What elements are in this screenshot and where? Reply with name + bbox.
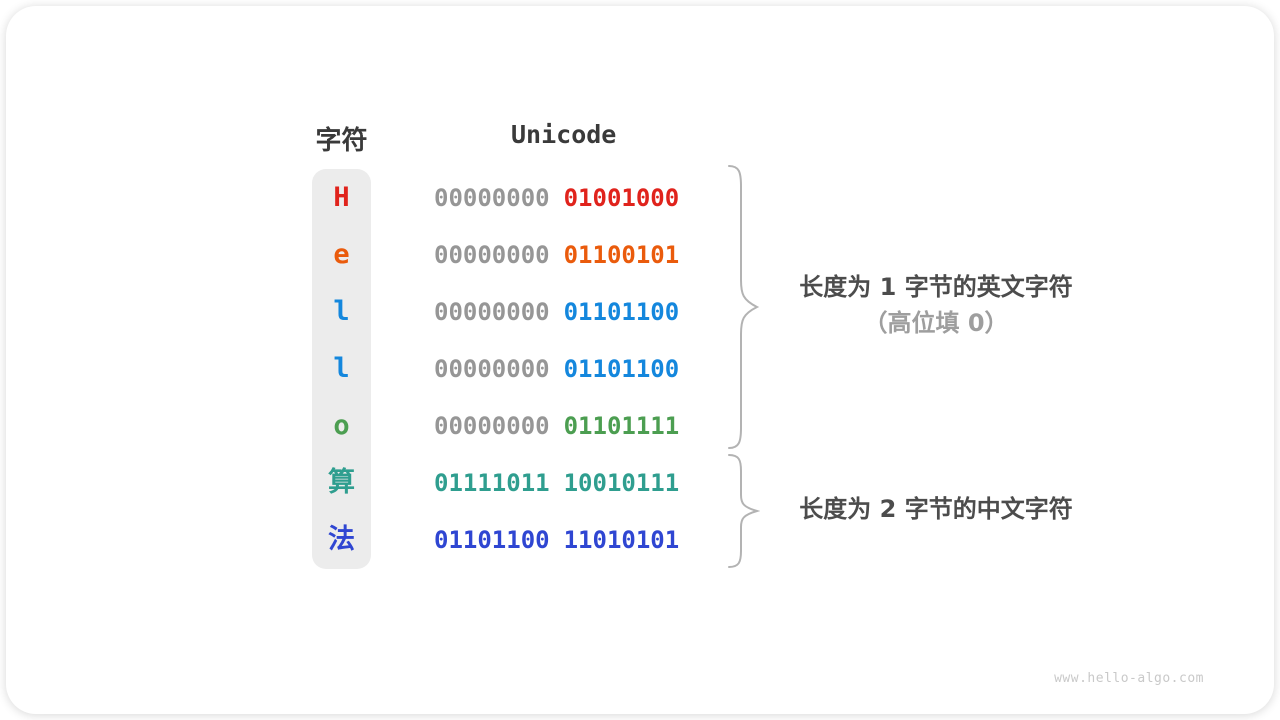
char-cell: 法 — [328, 524, 355, 555]
unicode-column-header: Unicode — [511, 120, 617, 149]
char-column-background — [312, 169, 371, 569]
table-row: 法 01101100 11010101 — [312, 511, 772, 568]
unicode-binary: 00000000 01101111 — [434, 412, 679, 440]
byte-low: 01101111 — [563, 411, 680, 440]
char-cell: l — [333, 353, 350, 384]
byte-high: 00000000 — [434, 297, 550, 326]
unicode-binary: 01111011 10010111 — [434, 469, 679, 497]
encoding-table: H 00000000 01001000 e 00000000 01100101 … — [312, 169, 772, 568]
table-row: l 00000000 01101100 — [312, 283, 772, 340]
char-cell: H — [333, 182, 350, 213]
annotation-english-chars: 长度为 1 字节的英文字符 （高位填 0） — [772, 269, 1100, 341]
unicode-binary: 00000000 01001000 — [434, 184, 679, 212]
brace-chinese-group-icon — [728, 454, 760, 568]
char-column-header: 字符 — [315, 126, 368, 156]
byte-low: 11010101 — [563, 525, 680, 554]
byte-high: 01111011 — [434, 468, 550, 497]
unicode-binary: 00000000 01100101 — [434, 241, 679, 269]
annotation-chinese-chars: 长度为 2 字节的中文字符 — [772, 491, 1100, 527]
diagram-card: 字符 Unicode H 00000000 01001000 e 0000000… — [6, 6, 1274, 714]
table-row: 算 01111011 10010111 — [312, 454, 772, 511]
byte-high: 00000000 — [434, 411, 550, 440]
byte-low: 01101100 — [563, 297, 680, 326]
byte-high: 00000000 — [434, 183, 550, 212]
char-cell: o — [333, 410, 350, 441]
byte-high: 01101100 — [434, 525, 550, 554]
unicode-binary: 00000000 01101100 — [434, 355, 679, 383]
annotation-english-line1: 长度为 1 字节的英文字符 — [799, 273, 1073, 301]
char-cell: l — [333, 296, 350, 327]
unicode-binary: 01101100 11010101 — [434, 526, 679, 554]
table-row: e 00000000 01100101 — [312, 226, 772, 283]
table-row: o 00000000 01101111 — [312, 397, 772, 454]
byte-low: 01100101 — [563, 240, 680, 269]
byte-high: 00000000 — [434, 354, 550, 383]
unicode-binary: 00000000 01101100 — [434, 298, 679, 326]
byte-low: 01101100 — [563, 354, 680, 383]
table-row: H 00000000 01001000 — [312, 169, 772, 226]
annotation-chinese-line1: 长度为 2 字节的中文字符 — [799, 495, 1073, 523]
table-row: l 00000000 01101100 — [312, 340, 772, 397]
annotation-english-line2: （高位填 0） — [863, 309, 1009, 337]
watermark: www.hello-algo.com — [1054, 671, 1204, 686]
byte-low: 01001000 — [563, 183, 680, 212]
char-cell: e — [333, 239, 350, 270]
byte-high: 00000000 — [434, 240, 550, 269]
byte-low: 10010111 — [563, 468, 680, 497]
char-cell: 算 — [328, 467, 355, 498]
brace-english-group-icon — [728, 165, 760, 449]
